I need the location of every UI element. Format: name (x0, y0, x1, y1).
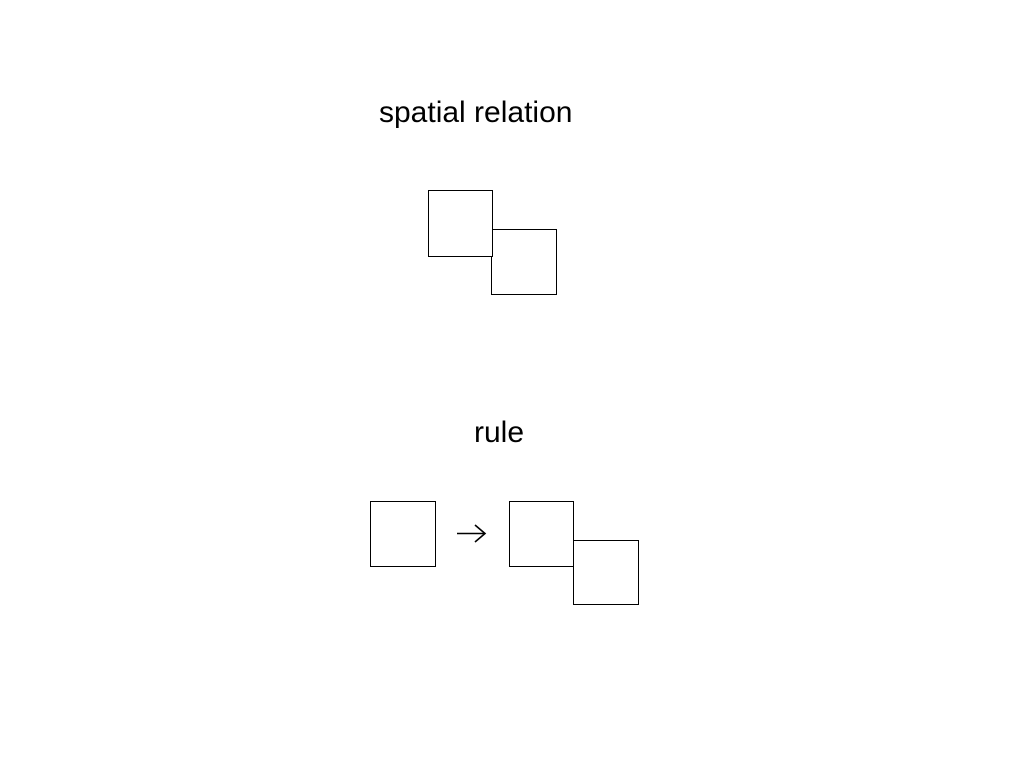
rule-lhs-square (370, 501, 436, 567)
section-title-rule: rule (474, 416, 525, 449)
rule-rhs-square-bottom-right (573, 540, 639, 605)
example-square-top-left (428, 190, 493, 257)
rule-rhs-square-top-left (509, 501, 574, 567)
rightwards-arrow-icon (457, 524, 487, 543)
page-title-spatial-relation: spatial relation (379, 96, 573, 129)
example-square-bottom-right (491, 229, 557, 295)
